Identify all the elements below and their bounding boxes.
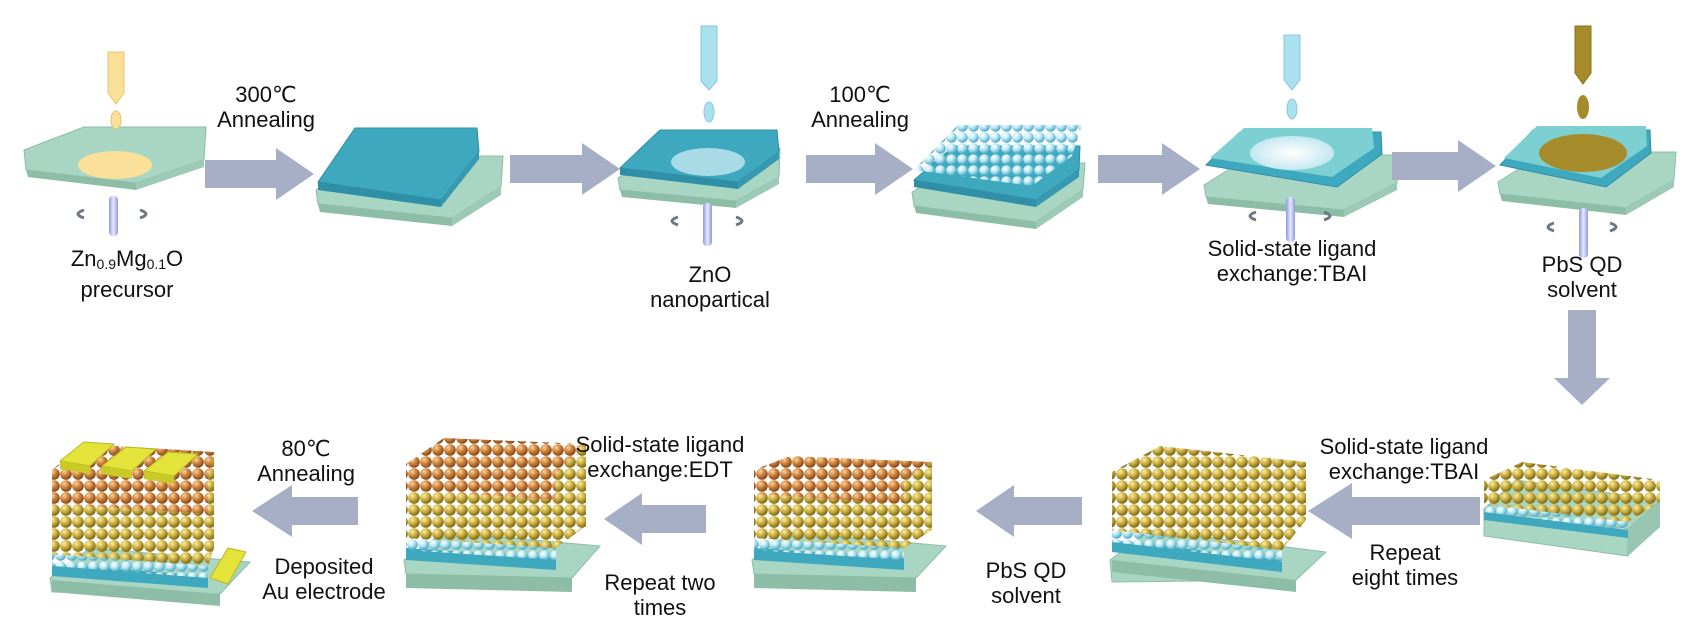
anneal-80-text: Annealing xyxy=(257,461,355,486)
pbs-top-label: PbS QD solvent xyxy=(1512,252,1652,302)
arrow-step5-to-6 xyxy=(1392,140,1496,192)
step7-stack xyxy=(1482,462,1662,557)
pbs-top-line2: solvent xyxy=(1547,277,1617,302)
dropper-pbs xyxy=(1574,25,1592,119)
arrow-step7-to-8 xyxy=(1308,483,1480,539)
dropper-zno xyxy=(700,25,718,123)
pbs-bottom-label: PbS QD solvent xyxy=(956,558,1096,608)
arrow-step2-to-3 xyxy=(510,143,620,195)
anneal-80-label: 80℃ Annealing xyxy=(236,436,376,486)
tbai-bottom-line2: exchange:TBAI xyxy=(1328,459,1480,484)
precursor-label-line2: precursor xyxy=(80,277,174,302)
step6-substrate xyxy=(1497,126,1677,215)
precursor-film xyxy=(78,151,152,179)
anneal-100-temp: 100℃ xyxy=(829,82,891,107)
zno-label-line1: ZnO xyxy=(688,262,732,287)
edt-line2: exchange:EDT xyxy=(587,457,733,482)
repeat-eight-line1: Repeat xyxy=(1369,540,1441,565)
step9-stack xyxy=(751,456,948,592)
precursor-formula-zn: Zn xyxy=(70,246,97,271)
spin-coater-2 xyxy=(670,203,744,246)
zno-label-line2: nanopartical xyxy=(650,287,770,312)
tbai-top-line2: exchange:TBAI xyxy=(1216,261,1368,286)
pbs-bottom-line1: PbS QD xyxy=(985,558,1067,583)
pbs-top-line1: PbS QD xyxy=(1541,252,1623,277)
pbs-film xyxy=(1539,134,1627,172)
tbai-bottom-label: Solid-state ligand exchange:TBAI xyxy=(1284,434,1524,484)
pbs-bottom-line2: solvent xyxy=(991,583,1061,608)
precursor-label: Zn0.9Mg0.1O precursor xyxy=(32,246,222,302)
zno-nanoparticle-layer xyxy=(914,125,1082,186)
step3-substrate xyxy=(617,129,781,208)
au-electrode-top-2 xyxy=(100,446,158,479)
spin-coater-3 xyxy=(1248,197,1332,242)
step1-substrate xyxy=(23,126,207,190)
tbai-droplet xyxy=(1286,98,1298,120)
anneal-300-text: Annealing xyxy=(217,107,315,132)
pbs-droplet xyxy=(1577,95,1589,119)
anneal-100-text: Annealing xyxy=(811,107,909,132)
dropper-precursor xyxy=(107,51,125,130)
spin-coater-1 xyxy=(76,196,148,236)
dropper-tbai xyxy=(1283,34,1301,120)
repeat-eight-label: Repeat eight times xyxy=(1320,540,1490,590)
precursor-formula-sub1: 0.9 xyxy=(96,256,116,272)
zno-nanoparticle-film xyxy=(671,148,745,176)
anneal-300-label: 300℃ Annealing xyxy=(196,82,336,132)
edt-line1: Solid-state ligand xyxy=(575,432,745,457)
au-electrode-bottom xyxy=(209,547,247,585)
precursor-formula-o: O xyxy=(166,246,184,271)
precursor-formula-sub2: 0.1 xyxy=(146,256,167,272)
step8-stack xyxy=(1109,446,1328,592)
au-electrode-top-1 xyxy=(58,441,116,474)
arrow-down xyxy=(1554,310,1610,405)
arrow-step1-to-2 xyxy=(205,148,314,200)
zno-nanoparticle-label: ZnO nanopartical xyxy=(620,262,800,312)
spin-coater-4 xyxy=(1546,208,1618,258)
au-label-line2: Au electrode xyxy=(262,579,386,604)
arrow-step10-to-11 xyxy=(252,485,358,537)
repeat-eight-line2: eight times xyxy=(1351,565,1459,590)
arrow-step4-to-5 xyxy=(1098,143,1200,195)
tbai-film xyxy=(1250,136,1334,170)
precursor-formula-mg: Mg xyxy=(116,246,147,271)
arrow-step3-to-4 xyxy=(806,143,913,195)
au-electrode-top-3 xyxy=(142,451,200,484)
tbai-bottom-line1: Solid-state ligand xyxy=(1319,434,1489,459)
tbai-top-label: Solid-state ligand exchange:TBAI xyxy=(1172,236,1412,286)
anneal-100-label: 100℃ Annealing xyxy=(790,82,930,132)
arrow-step9-to-10 xyxy=(604,493,706,545)
repeat-two-line1: Repeat two xyxy=(604,570,716,595)
step11-device xyxy=(49,441,252,606)
repeat-two-label: Repeat two times xyxy=(580,570,740,620)
arrow-step8-to-9 xyxy=(976,485,1082,537)
repeat-two-line2: times xyxy=(633,595,687,620)
au-label-line1: Deposited xyxy=(274,554,374,579)
step5-substrate xyxy=(1203,128,1400,217)
au-electrode-label: Deposited Au electrode xyxy=(244,554,404,604)
tbai-top-line1: Solid-state ligand xyxy=(1207,236,1377,261)
step4-substrate xyxy=(911,125,1086,229)
step10-stack xyxy=(403,438,602,592)
anneal-80-temp: 80℃ xyxy=(281,436,331,461)
step2-substrate xyxy=(315,127,504,226)
precursor-droplet xyxy=(110,110,122,130)
anneal-300-temp: 300℃ xyxy=(235,82,297,107)
edt-label: Solid-state ligand exchange:EDT xyxy=(540,432,780,482)
zno-droplet xyxy=(703,101,715,123)
